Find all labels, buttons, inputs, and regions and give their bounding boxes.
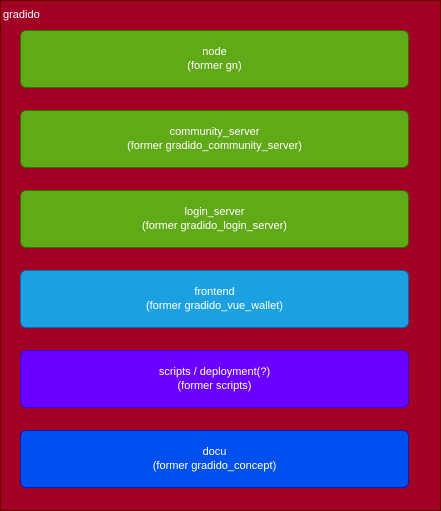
node-box-title: node: [202, 46, 227, 58]
node-box[interactable]: node (former gn): [20, 30, 409, 88]
scripts-deployment-box-title: scripts / deployment(?): [158, 366, 271, 378]
community-server-box[interactable]: community_server (former gradido_communi…: [20, 110, 409, 168]
container-label: gradido: [3, 9, 40, 21]
frontend-box-subtitle: (former gradido_vue_wallet): [146, 300, 283, 312]
frontend-box[interactable]: frontend (former gradido_vue_wallet): [20, 270, 409, 328]
docu-box-subtitle: (former gradido_concept): [152, 460, 277, 472]
scripts-deployment-box-subtitle: (former scripts): [177, 380, 252, 392]
login-server-box-title: login_server: [184, 206, 245, 218]
community-server-box-subtitle: (former gradido_community_server): [127, 140, 302, 152]
docu-box-title: docu: [202, 446, 227, 458]
docu-box[interactable]: docu (former gradido_concept): [20, 430, 409, 488]
login-server-box-subtitle: (former gradido_login_server): [142, 220, 287, 232]
community-server-box-title: community_server: [169, 126, 260, 138]
login-server-box[interactable]: login_server (former gradido_login_serve…: [20, 190, 409, 248]
scripts-deployment-box[interactable]: scripts / deployment(?) (former scripts): [20, 350, 409, 408]
node-box-subtitle: (former gn): [187, 60, 242, 72]
frontend-box-title: frontend: [194, 286, 235, 298]
